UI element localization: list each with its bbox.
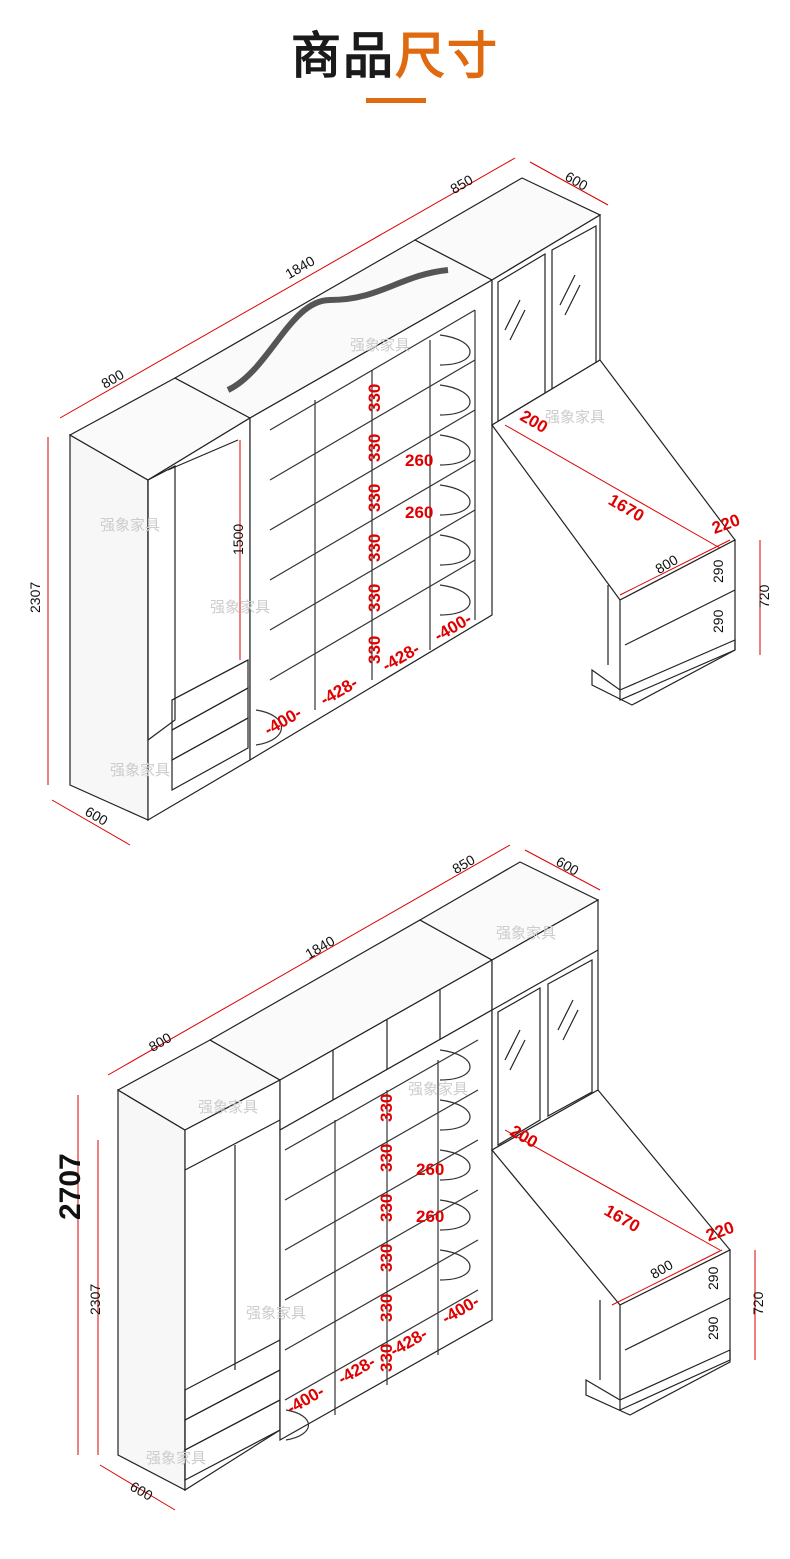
dim1-depth-260-1: 260 [405,451,433,470]
bookcase2-shelves [284,1039,479,1441]
dim1-shelf-330-3: 330 [365,484,384,512]
dim1-shelf-330-1: 330 [365,384,384,412]
watermark-1b: 强象家具 [545,408,605,426]
dim2-depth-260-1: 260 [416,1160,444,1179]
title-underline [366,98,426,103]
dim2-width-850: 850 [449,851,477,877]
wardrobe2-front [117,1088,186,1491]
dim2-width-600: 600 [553,853,581,879]
watermark-2b: 强象家具 [408,1080,468,1098]
watermark-2c: 强象家具 [198,1098,258,1116]
dim2-shelf-330-2: 330 [377,1144,396,1172]
dim2-depth-600: 600 [127,1478,155,1504]
dim2-shelf-330-4: 330 [377,1244,396,1272]
watermark-2a: 强象家具 [496,924,556,942]
dim2-desk-290a: 290 [705,1266,721,1290]
page-header: 商品尺寸 [0,0,790,120]
wardrobe2-side [184,1079,281,1492]
dim1-hanging-1500: 1500 [230,524,246,555]
dim2-desk-290b: 290 [705,1316,721,1340]
dim2-width-1840: 1840 [302,932,337,962]
page-title: 商品尺寸 [0,26,790,86]
watermark-1c: 强象家具 [100,516,160,534]
dim2-shelf-330-5: 330 [377,1294,396,1322]
dim1-depth-260-2: 260 [405,503,433,522]
dim1-shelf-330-4: 330 [365,534,384,562]
dim2-shelf-330-6: 330 [377,1344,396,1372]
watermark-1e: 强象家具 [110,761,170,779]
bookcase-shelves [255,309,476,746]
dim2-height-2307: 2307 [87,1284,103,1315]
dim2-total-height-2707: 2707 [54,1153,87,1220]
dim1-desk-720: 720 [756,584,772,608]
wardrobe-door [147,465,176,742]
dim1-shelf-330-2: 330 [365,434,384,462]
watermark-2d: 强象家具 [246,1304,306,1322]
watermark-1d: 强象家具 [210,598,270,616]
dim2-depth-260-2: 260 [416,1207,444,1226]
dim2-desk-220: 220 [703,1218,736,1246]
watermark-1a: 强象家具 [350,336,410,354]
dim1-shelf-330-5: 330 [365,584,384,612]
watermark-2e: 强象家具 [146,1449,206,1467]
dim2-shelf-330-1: 330 [377,1094,396,1122]
dim2-desk-720: 720 [750,1291,766,1315]
dim2-shelf-330-3: 330 [377,1194,396,1222]
dim1-desk-290b: 290 [710,609,726,633]
title-part-1: 商品 [291,27,395,85]
dim1-height-2307: 2307 [27,582,43,613]
title-part-2: 尺寸 [395,27,499,85]
dim1-shelf-330-6: 330 [365,636,384,664]
dim1-desk-290a: 290 [710,559,726,583]
